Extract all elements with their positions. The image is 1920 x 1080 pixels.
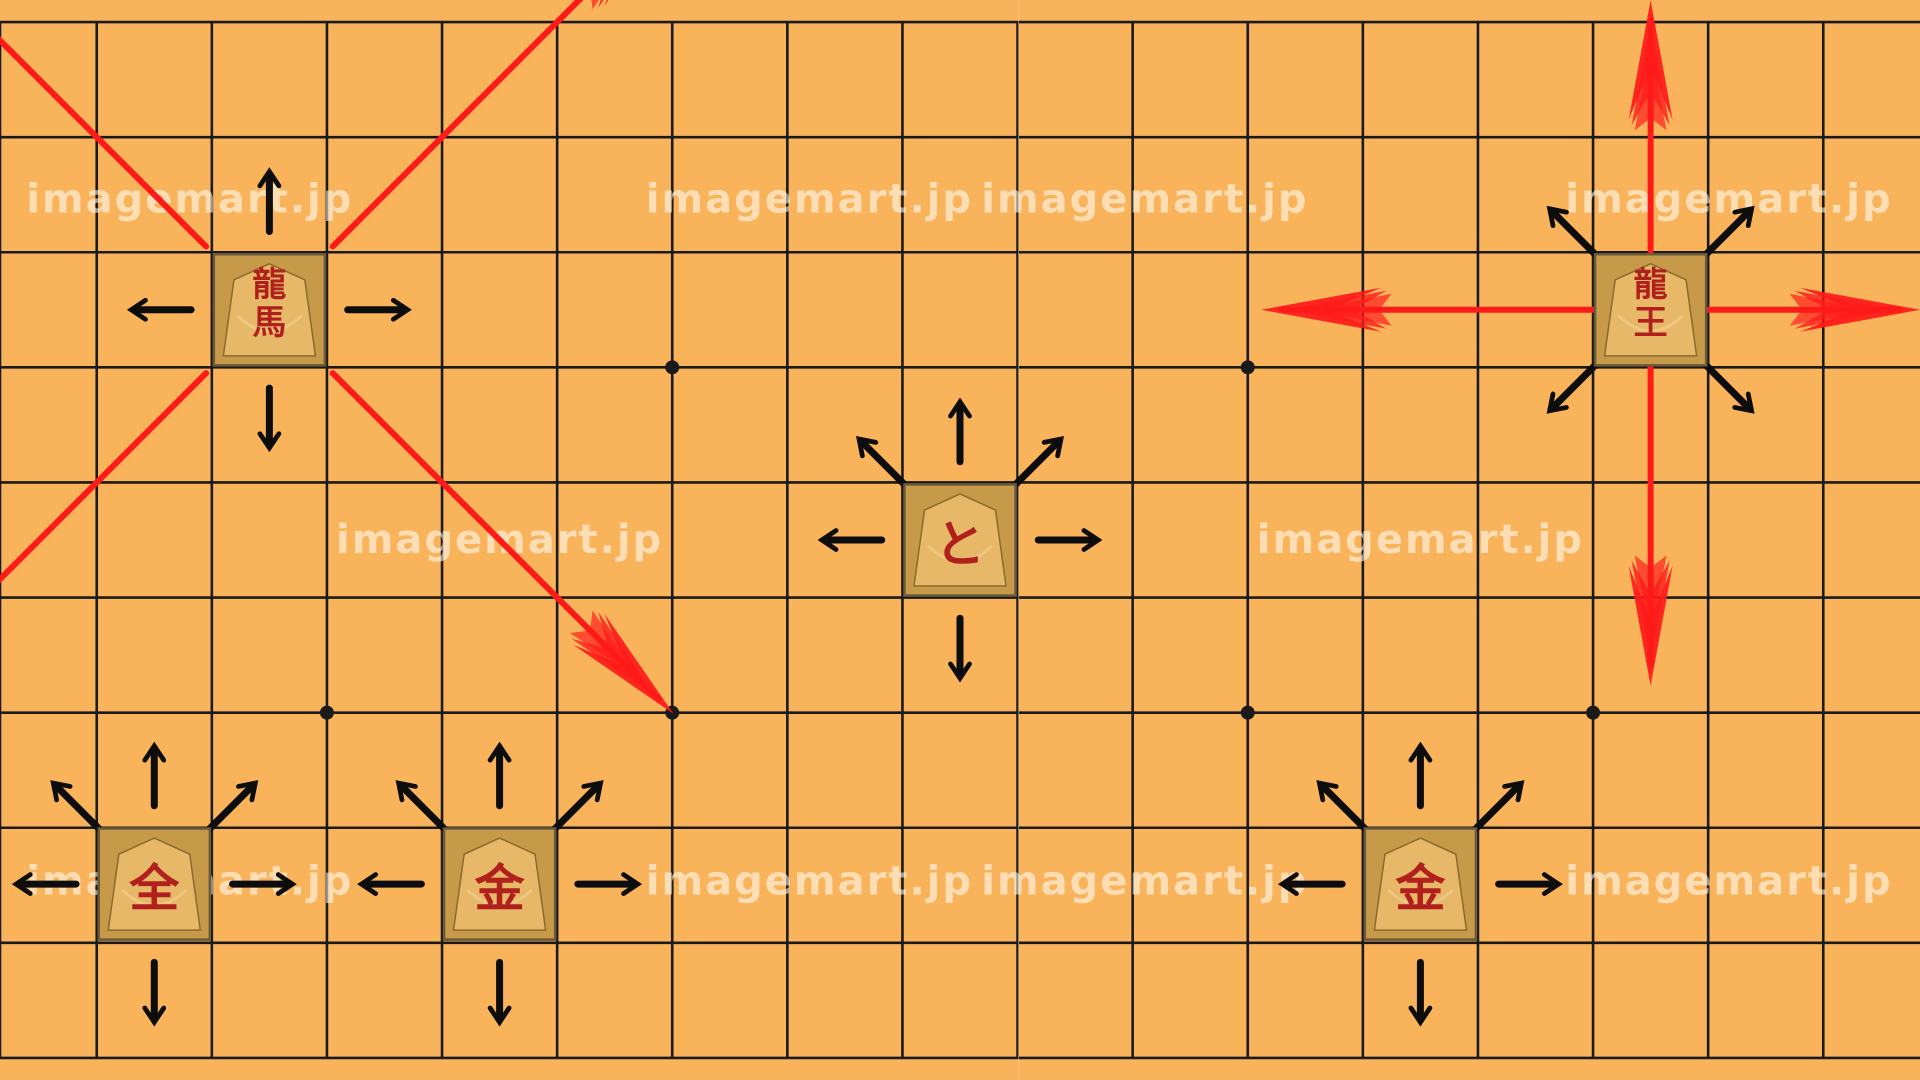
piece-kanji: 龍 [1634, 265, 1668, 305]
slide-arrow-rook-down [1628, 364, 1673, 686]
piece-grain [466, 888, 533, 907]
watermark-text: imagemart.jp [1565, 859, 1892, 905]
piece-gold-general-1[interactable]: 金 [442, 827, 557, 941]
step-arrow-down-right [1697, 356, 1755, 414]
piece-grain [236, 314, 303, 333]
piece-grain [1617, 314, 1684, 333]
star-point [319, 705, 334, 720]
piece-promoted-silver[interactable]: 全 [97, 827, 212, 941]
piece-body [1603, 262, 1698, 357]
piece-kanji: 金 [475, 859, 526, 918]
piece-tokin[interactable]: と [903, 483, 1017, 597]
watermark-text: imagemart.jp [1565, 177, 1892, 223]
piece-kanji: と [935, 515, 985, 574]
step-arrow-up-left [50, 780, 108, 838]
watermark-text: imagemart.jp [646, 177, 973, 223]
slide-arrow-rook-right [1705, 287, 1920, 332]
step-arrow-up-right [201, 780, 259, 838]
watermark-text: imagemart.jp [26, 177, 353, 223]
piece-kanji: 馬 [252, 303, 286, 343]
watermark-text: imagemart.jp [1257, 517, 1584, 563]
piece-grain [1387, 888, 1454, 907]
piece-gold-general-2[interactable]: 金 [1363, 827, 1478, 941]
piece-grain [926, 544, 994, 563]
piece-kanji: 金 [1395, 859, 1446, 918]
piece-promoted-rook[interactable]: 龍王 [1593, 252, 1708, 367]
slide-arrow-bishop-3 [329, 370, 674, 714]
slide-arrow-bishop-1 [329, 0, 609, 250]
piece-grain [121, 888, 188, 907]
slide-arrow-bishop-2 [0, 370, 210, 584]
piece-body [1373, 837, 1468, 931]
piece-body [107, 837, 202, 931]
piece-body [452, 837, 547, 931]
step-arrow-up-right [546, 780, 604, 838]
step-arrow-up-right [1006, 435, 1065, 494]
star-point [1586, 705, 1601, 720]
piece-kanji: 全 [128, 859, 180, 918]
slide-arrow-rook-left [1261, 287, 1597, 332]
star-point [665, 360, 680, 375]
step-arrow-up-left [1316, 780, 1374, 838]
watermark-text: imagemart.jp [981, 177, 1308, 223]
slide-arrow-rook-up [1628, 0, 1673, 256]
piece-kanji: 王 [1634, 303, 1668, 343]
slide-arrow-bishop-0 [0, 36, 210, 250]
step-arrow-up-right [1697, 205, 1755, 263]
step-arrow-up-left [395, 780, 453, 838]
piece-body [913, 493, 1007, 587]
watermark-text: imagemart.jp [646, 859, 973, 905]
piece-promoted-bishop[interactable]: 龍馬 [212, 252, 327, 367]
star-point [1240, 705, 1255, 720]
step-arrow-up-right [1467, 780, 1525, 838]
step-arrow-up-left [1546, 205, 1604, 263]
step-arrow-down-left [1546, 356, 1604, 414]
watermark-text: imagemart.jp [981, 859, 1308, 905]
star-point [1240, 360, 1255, 375]
step-arrow-up-left [855, 435, 914, 494]
piece-body [222, 262, 317, 357]
piece-kanji: 龍 [252, 265, 286, 305]
